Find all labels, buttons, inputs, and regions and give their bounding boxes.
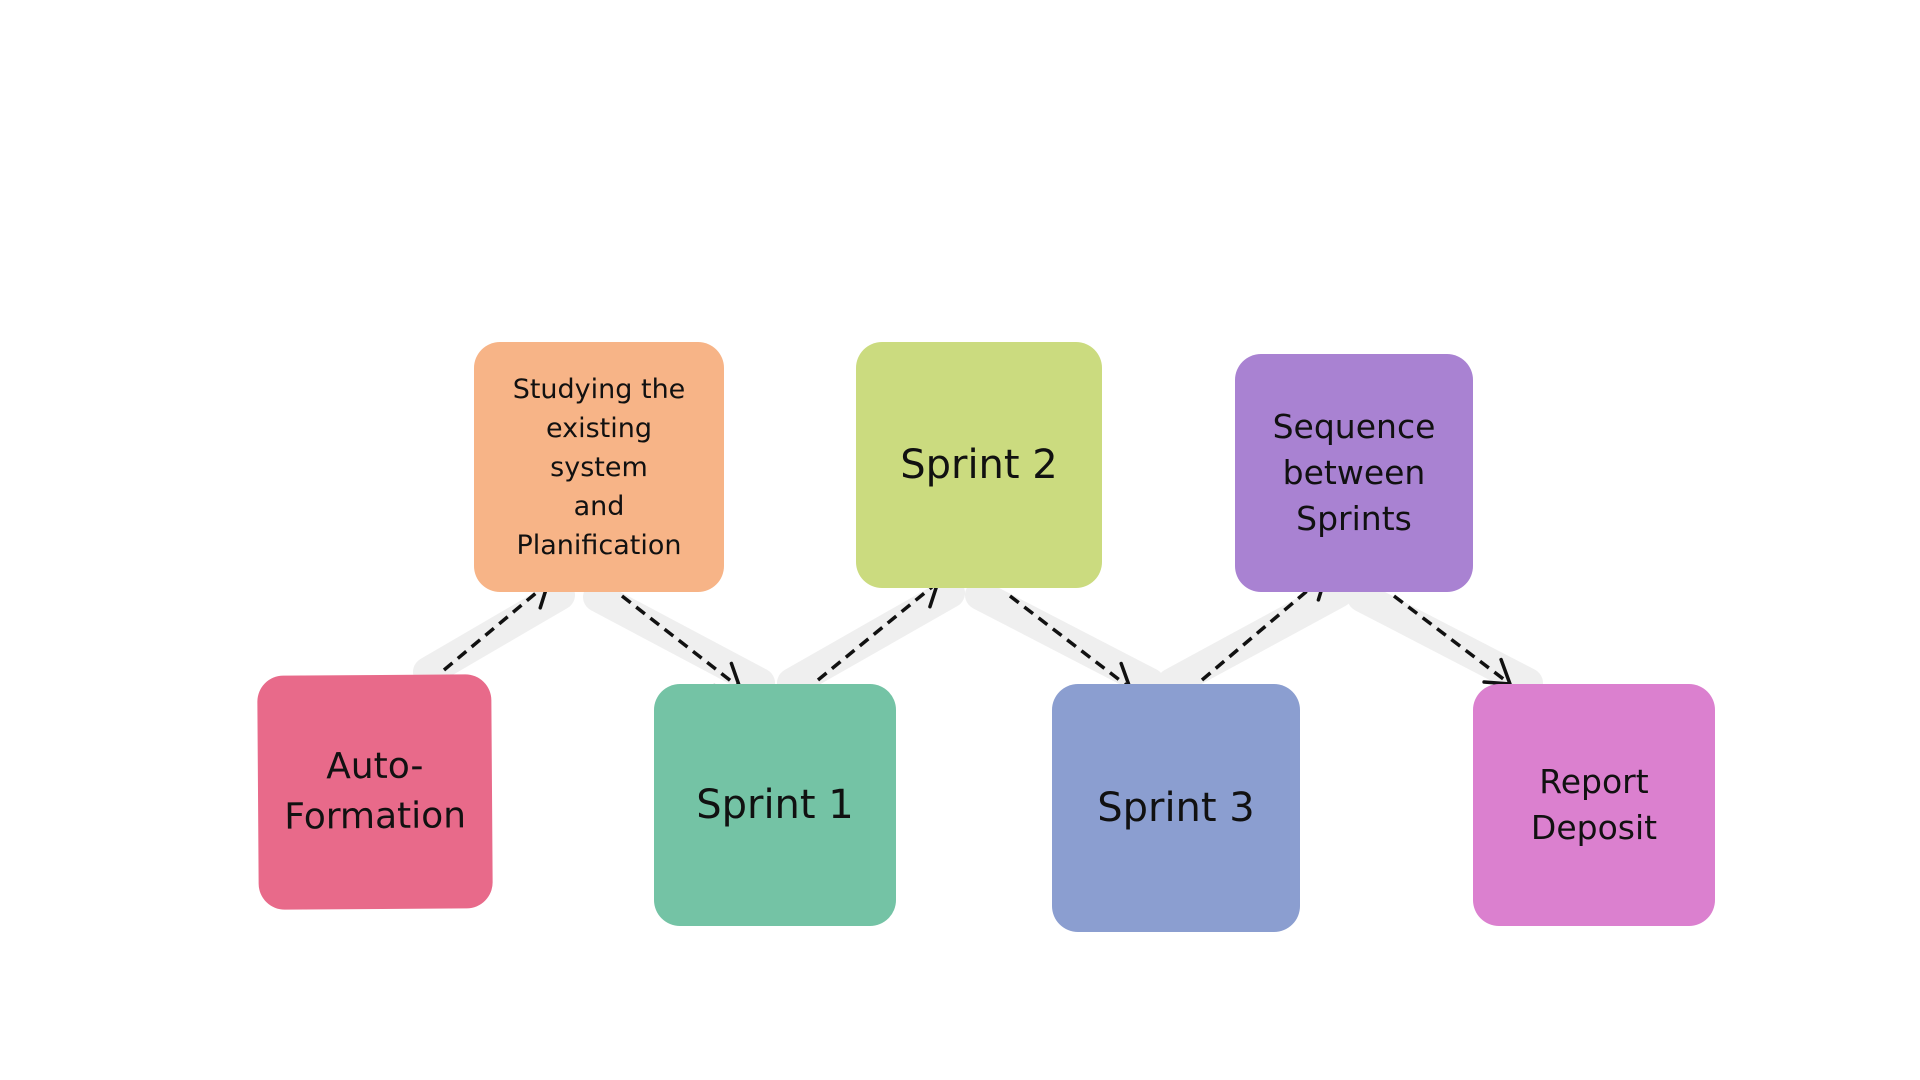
node-studying-existing-system-label: Studying the existing system and Planifi… [512, 373, 686, 561]
connector-s3-to-seq-band [1157, 578, 1353, 698]
node-sequence-between-sprints: Sequence between Sprints [1235, 354, 1473, 592]
connector-s3-to-seq-arrow [1200, 573, 1328, 682]
connector-s2-to-s3-arrow [1008, 594, 1132, 690]
node-studying-existing-system: Studying the existing system and Planifi… [474, 342, 724, 592]
connector-auto-to-study-arrow [442, 581, 550, 672]
node-report-deposit: Report Deposit [1473, 684, 1715, 926]
connector-auto-to-study-band [413, 580, 575, 687]
node-sprint-1: Sprint 1 [654, 684, 896, 926]
node-sprint-3: Sprint 3 [1052, 684, 1300, 932]
connector-seq-to-report-band [1347, 582, 1543, 698]
connector-s1-to-s2-band [777, 578, 965, 698]
node-sprint-1-label: Sprint 1 [696, 782, 854, 828]
node-auto-formation: Auto- Formation [257, 674, 493, 910]
connector-study-to-s1-arrow [620, 594, 742, 690]
node-sequence-between-sprints-label: Sequence between Sprints [1272, 407, 1436, 538]
node-report-deposit-label: Report Deposit [1530, 762, 1658, 847]
node-sprint-2: Sprint 2 [856, 342, 1102, 588]
connector-s1-to-s2-arrow [816, 580, 940, 682]
node-sprint-2-label: Sprint 2 [900, 442, 1058, 488]
node-auto-formation-label: Auto- Formation [284, 745, 467, 838]
connector-seq-to-report-arrow [1392, 594, 1512, 686]
node-sprint-3-label: Sprint 3 [1097, 785, 1255, 831]
